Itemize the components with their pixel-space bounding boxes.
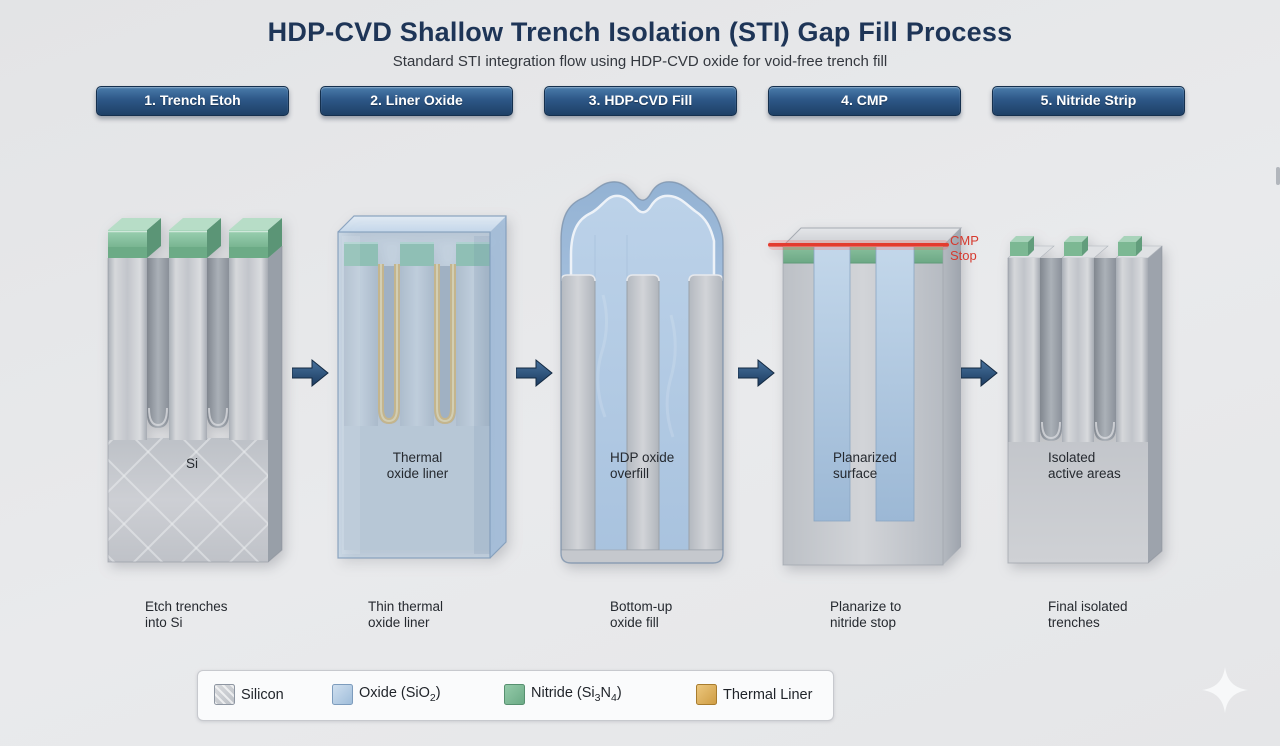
arrow-right-icon <box>292 358 329 388</box>
legend-label: Silicon <box>241 686 284 703</box>
edge-mark <box>1276 167 1280 185</box>
stage-5-material-label: Isolated active areas <box>1048 450 1121 481</box>
thermal-liner-swatch-icon <box>696 684 717 705</box>
stage-4-caption: Planarize to nitride stop <box>830 599 902 630</box>
legend-item-nitride: Nitride (Si3N4) <box>504 684 622 705</box>
legend-label: Oxide (SiO2) <box>359 685 441 704</box>
page-title: HDP-CVD Shallow Trench Isolation (STI) G… <box>267 17 1013 47</box>
legend-label: Thermal Liner <box>723 686 813 703</box>
step-button-liner-oxide[interactable]: 2. Liner Oxide <box>320 86 513 116</box>
stage-2-illustration <box>328 208 516 575</box>
stage-2-material-label: Thermal oxide liner <box>386 450 449 481</box>
stage-5-caption: Final isolated trenches <box>1048 599 1128 630</box>
arrow-right-icon <box>961 358 998 388</box>
silicon-swatch-icon <box>214 684 235 705</box>
stage-1-material-label: Si <box>186 456 199 471</box>
stage-3-material-label: HDP oxide overfill <box>610 450 675 481</box>
material-legend: Silicon Oxide (SiO2) Nitride (Si3N4) The… <box>197 670 834 721</box>
stage-1-caption: Etch trenches into Si <box>145 599 228 630</box>
page-subtitle: Standard STI integration flow using HDP-… <box>392 53 888 70</box>
stage-4-material-label: Planarized surface <box>833 450 897 481</box>
step-button-nitride-strip[interactable]: 5. Nitride Strip <box>992 86 1185 116</box>
cmp-stop-annotation: CMP Stop <box>950 233 979 263</box>
stage-2-caption: Thin thermal oxide liner <box>368 599 444 630</box>
stage-4-illustration <box>768 218 986 575</box>
legend-item-thermal-liner: Thermal Liner <box>696 684 812 705</box>
arrow-right-icon <box>738 358 775 388</box>
step-button-hdp-cvd-fill[interactable]: 3. HDP-CVD Fill <box>544 86 737 116</box>
step-button-trench-etch[interactable]: 1. Trench Etoh <box>96 86 289 116</box>
legend-item-oxide: Oxide (SiO2) <box>332 684 441 705</box>
sparkle-icon <box>1202 667 1248 713</box>
nitride-swatch-icon <box>504 684 525 705</box>
stage-5-illustration <box>1000 225 1180 575</box>
step-button-cmp[interactable]: 4. CMP <box>768 86 961 116</box>
stage-3-illustration <box>553 175 731 575</box>
process-step-bar: 1. Trench Etoh 2. Liner Oxide 3. HDP-CVD… <box>96 86 1185 116</box>
legend-item-silicon: Silicon <box>214 684 284 705</box>
stage-1-illustration <box>100 210 290 575</box>
oxide-swatch-icon <box>332 684 353 705</box>
legend-label: Nitride (Si3N4) <box>531 685 622 704</box>
arrow-right-icon <box>516 358 553 388</box>
stage-3-caption: Bottom-up oxide fill <box>610 599 673 630</box>
